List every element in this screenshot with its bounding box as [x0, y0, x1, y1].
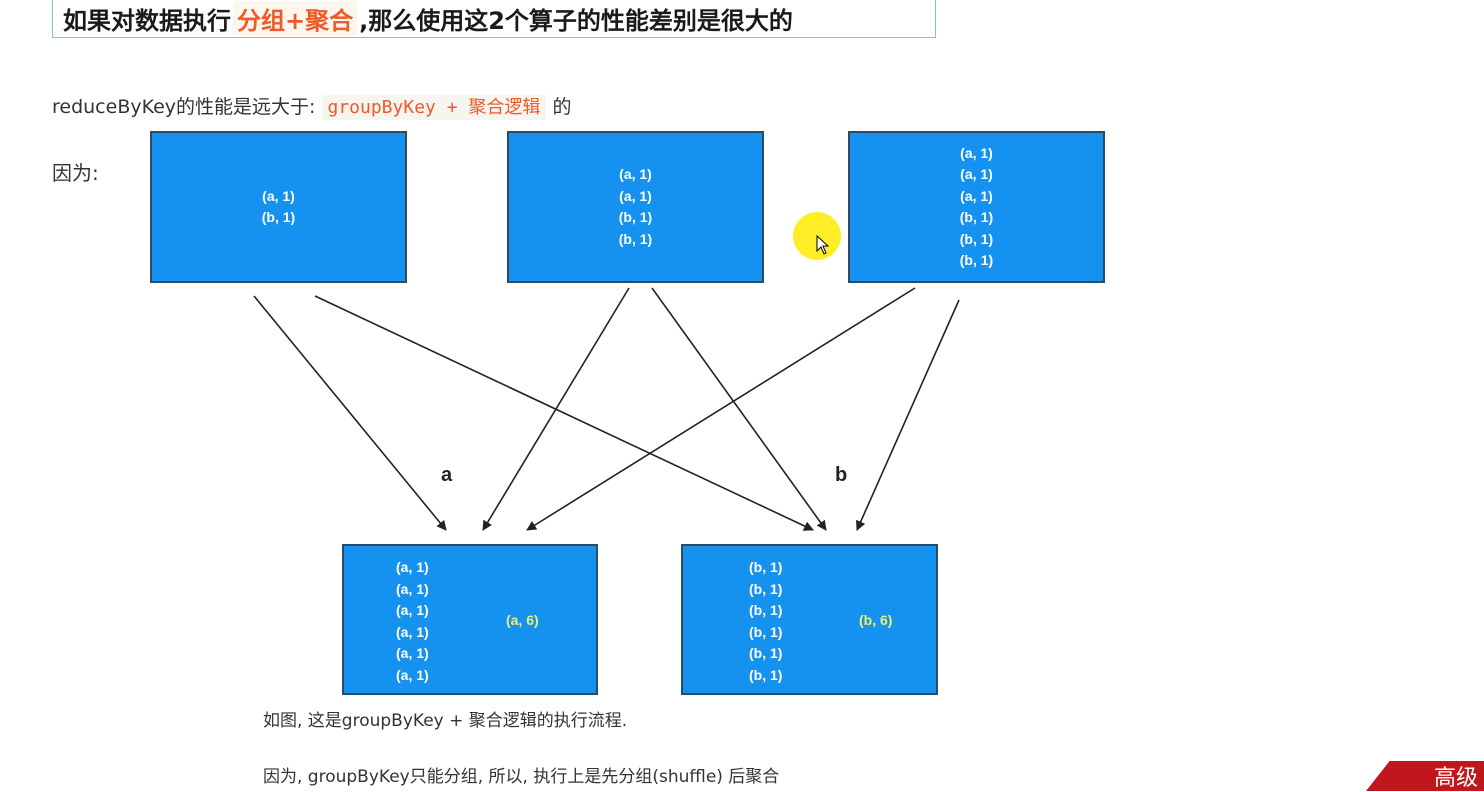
title-suffix: ,那么使用这2个算子的性能差别是很大的	[359, 7, 793, 35]
arrow-s2-b	[651, 287, 827, 531]
source-item: (b, 1)	[618, 209, 653, 225]
target-list-b: (b, 1) (b, 1) (b, 1) (b, 1) (b, 1) (b, 1)	[749, 557, 782, 686]
level-badge: 高级	[1366, 761, 1484, 791]
mouse-pointer-icon	[816, 235, 830, 255]
source-list-2: (a, 1) (a, 1) (b, 1) (b, 1)	[509, 133, 762, 281]
target-list-a: (a, 1) (a, 1) (a, 1) (a, 1) (a, 1) (a, 1)	[396, 557, 429, 686]
title-highlight: 分组+聚合	[233, 1, 358, 36]
target-item: (a, 1)	[396, 666, 429, 683]
target-partition-b: (b, 1) (b, 1) (b, 1) (b, 1) (b, 1) (b, 1)	[681, 544, 938, 695]
result-b: (b, 6)	[859, 612, 893, 628]
intro-code: groupByKey + 聚合逻辑	[321, 95, 547, 120]
target-item: (b, 1)	[749, 623, 783, 640]
intro-after: 的	[552, 96, 572, 118]
arrow-s3-a	[526, 287, 916, 531]
target-item: (b, 1)	[749, 580, 783, 597]
arrow-s2-a	[482, 287, 630, 531]
source-item: (a, 1)	[960, 187, 993, 204]
source-item: (b, 1)	[959, 252, 994, 268]
result-a: (a, 6)	[506, 612, 539, 628]
source-partition-1: (a, 1) (b, 1)	[150, 131, 407, 283]
source-item: (a, 1)	[960, 166, 993, 182]
source-item: (a, 1)	[960, 144, 993, 161]
target-item: (a, 1)	[396, 580, 429, 597]
target-partition-a: (a, 1) (a, 1) (a, 1) (a, 1) (a, 1) (a, 1)	[342, 544, 598, 695]
intro-text: reduceByKey的性能是远大于:	[52, 96, 316, 118]
title-prefix: 如果对数据执行	[63, 7, 231, 35]
because-label: 因为:	[52, 161, 99, 185]
source-item: (b, 1)	[261, 209, 296, 225]
target-item: (a, 1)	[396, 645, 429, 661]
target-item: (b, 1)	[749, 559, 783, 575]
arrow-s1-a	[253, 295, 447, 531]
source-item: (b, 1)	[618, 230, 653, 247]
target-item: (a, 1)	[396, 559, 429, 575]
source-item: (b, 1)	[959, 230, 994, 247]
source-list-3: (a, 1) (a, 1) (a, 1) (b, 1) (b, 1) (b, 1)	[850, 133, 1103, 281]
source-item: (a, 1)	[619, 187, 652, 204]
note-2: 因为, groupByKey只能分组, 所以, 执行上是先分组(shuffle)…	[263, 767, 780, 787]
source-partition-2: (a, 1) (a, 1) (b, 1) (b, 1)	[507, 131, 764, 283]
intro-line: reduceByKey的性能是远大于: groupByKey + 聚合逻辑 的	[52, 92, 572, 120]
label-a: a	[441, 464, 453, 486]
arrow-s3-b	[856, 299, 960, 531]
target-item: (a, 1)	[396, 623, 429, 640]
source-list-1: (a, 1) (b, 1)	[152, 133, 405, 281]
target-item: (b, 1)	[749, 666, 783, 683]
source-item: (a, 1)	[619, 166, 652, 182]
arrow-s1-b	[314, 295, 814, 531]
target-item: (b, 1)	[749, 602, 783, 618]
source-partition-3: (a, 1) (a, 1) (a, 1) (b, 1) (b, 1) (b, 1)	[848, 131, 1105, 283]
target-item: (b, 1)	[749, 645, 783, 661]
target-item: (a, 1)	[396, 602, 429, 618]
page-title: 如果对数据执行 分组+聚合 ,那么使用这2个算子的性能差别是很大的	[52, 0, 936, 38]
note-1: 如图, 这是groupByKey + 聚合逻辑的执行流程.	[263, 711, 628, 731]
source-item: (b, 1)	[959, 209, 994, 225]
source-item: (a, 1)	[262, 187, 295, 204]
label-b: b	[835, 464, 848, 486]
